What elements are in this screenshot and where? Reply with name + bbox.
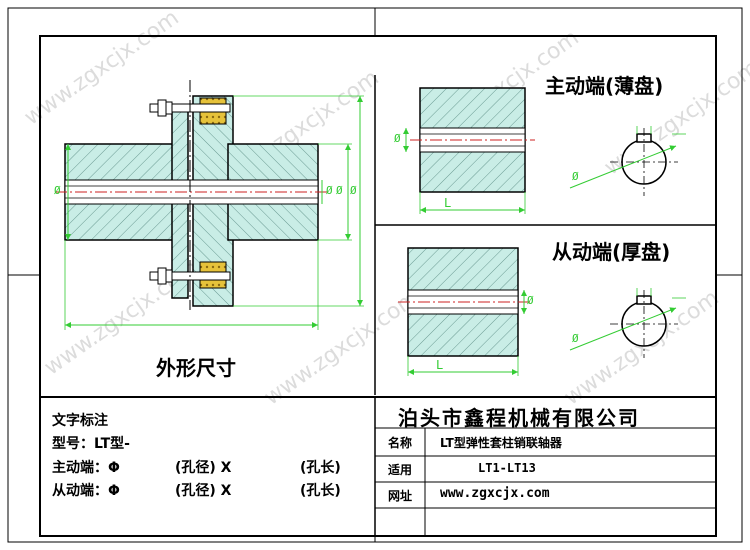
dim-phi: Ø (350, 184, 357, 197)
dim-phi: Ø (572, 170, 579, 183)
drive-row-length: (孔长) (300, 460, 341, 476)
dim-phi: Ø (527, 294, 534, 307)
coupling-assembly (55, 80, 364, 330)
row-value-applicable: LT1-LT13 (478, 461, 536, 475)
dim-phi: Ø (326, 184, 333, 197)
driven-end-keyway-view (569, 288, 686, 358)
dim-phi: Ø (572, 332, 579, 345)
dim-length: L (436, 358, 444, 372)
row-value-name: LT型弹性套柱销联轴器 (440, 436, 562, 450)
driven-row-bore: (孔径) X (175, 483, 232, 499)
notes-heading: 文字标注 (52, 413, 108, 429)
row-key-applicable: 适用 (388, 463, 413, 477)
row-key-name: 名称 (388, 436, 413, 450)
driven-end-title: 从动端(厚盘) (552, 240, 671, 264)
drive-row-label: 主动端：Φ (52, 460, 120, 476)
inner-frame (39, 35, 717, 537)
drive-end-title: 主动端(薄盘) (545, 74, 664, 98)
dim-phi: Ø (394, 132, 401, 145)
driven-row-length: (孔长) (300, 483, 341, 499)
row-value-website[interactable]: www.zgxcjx.com (440, 486, 550, 501)
row-key-website: 网址 (388, 489, 413, 503)
driven-row-label: 从动端：Φ (52, 483, 120, 499)
company-name: 泊头市鑫程机械有限公司 (398, 406, 640, 430)
dim-phi: Ø (54, 184, 61, 197)
notes-model: 型号：LT型- (52, 436, 130, 452)
drive-end-keyway-view (569, 126, 686, 196)
driven-end-section (398, 247, 530, 376)
outline-view-title: 外形尺寸 (156, 356, 236, 380)
drive-row-bore: (孔径) X (175, 460, 232, 476)
dim-length: L (444, 196, 452, 210)
title-block-grid (40, 396, 716, 536)
dim-phi: Ø (336, 184, 343, 197)
drive-end-section (403, 87, 535, 214)
